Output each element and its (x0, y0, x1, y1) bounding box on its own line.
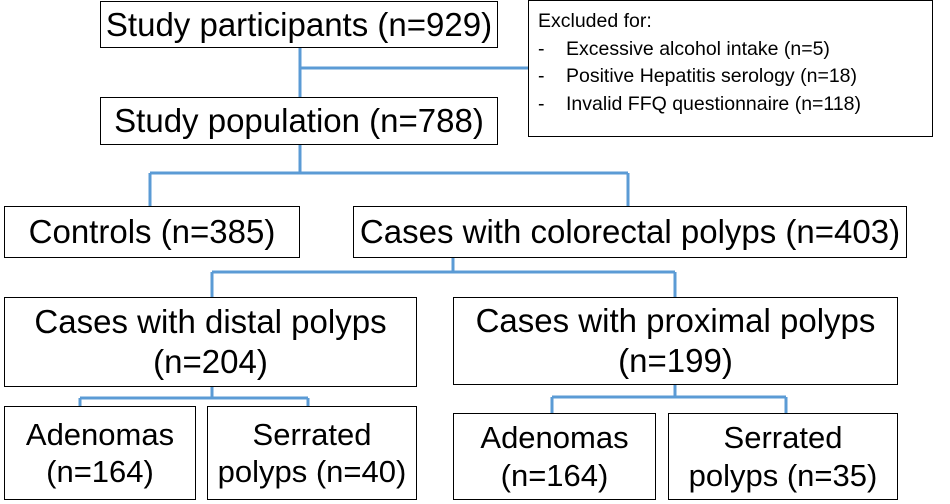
distal-adenomas-line1: Adenomas (25, 416, 175, 452)
exclusion-item: - Invalid FFQ questionnaire (n=118) (538, 91, 932, 119)
exclusion-bullet: - (538, 93, 545, 116)
exclusion-item: - Excessive alcohol intake (n=5) (538, 36, 932, 64)
exclusion-heading: Excluded for: (538, 10, 652, 32)
proximal-label-line1: Cases with proximal polyps (475, 302, 876, 340)
exclusion-item-text: Excessive alcohol intake (n=5) (566, 37, 830, 60)
connector-cases-to-locations (210, 258, 677, 297)
connector-proximal-to-types (550, 385, 788, 413)
proximal-adenomas-line2: (n=164) (500, 457, 609, 493)
exclusion-bullet: - (538, 65, 545, 88)
connector-distal-to-types (78, 387, 310, 406)
distal-adenomas-line2: (n=164) (46, 454, 154, 489)
distal-serrated-line2: polyps (n=40) (217, 454, 407, 489)
distal-label-line1: Cases with distal polyps (34, 303, 387, 341)
exclusion-item-text: Positive Hepatitis serology (n=18) (566, 65, 858, 88)
distal-serrated-line1: Serrated (252, 416, 372, 452)
exclusion-box: Excluded for: - Excessive alcohol intake… (528, 0, 933, 137)
population-label: Study population (n=788) (114, 102, 484, 140)
exclusion-bullet: - (538, 37, 545, 60)
proximal-adenomas-box: Adenomas (n=164) (453, 413, 656, 500)
exclusion-item: - Positive Hepatitis serology (n=18) (538, 63, 932, 91)
connector-population-to-groups (148, 145, 630, 206)
distal-box: Cases with distal polyps (n=204) (4, 297, 417, 387)
exclusion-item-text: Invalid FFQ questionnaire (n=118) (566, 93, 862, 116)
controls-label: Controls (n=385) (28, 213, 276, 251)
population-box: Study population (n=788) (100, 97, 498, 145)
controls-box: Controls (n=385) (4, 206, 300, 258)
proximal-serrated-box: Serrated polyps (n=35) (668, 413, 898, 500)
participants-label: Study participants (n=929) (105, 5, 493, 43)
cases-box: Cases with colorectal polyps (n=403) (353, 206, 907, 258)
proximal-serrated-line2: polyps (n=35) (688, 457, 878, 493)
distal-serrated-box: Serrated polyps (n=40) (207, 406, 417, 500)
participants-box: Study participants (n=929) (100, 1, 498, 48)
distal-label-line2: (n=204) (153, 343, 268, 380)
cases-label: Cases with colorectal polyps (n=403) (359, 213, 901, 251)
proximal-adenomas-line1: Adenomas (480, 420, 629, 456)
proximal-serrated-line1: Serrated (723, 420, 843, 456)
proximal-box: Cases with proximal polyps (n=199) (453, 297, 898, 385)
proximal-label-line2: (n=199) (618, 342, 733, 379)
distal-adenomas-box: Adenomas (n=164) (4, 406, 196, 500)
